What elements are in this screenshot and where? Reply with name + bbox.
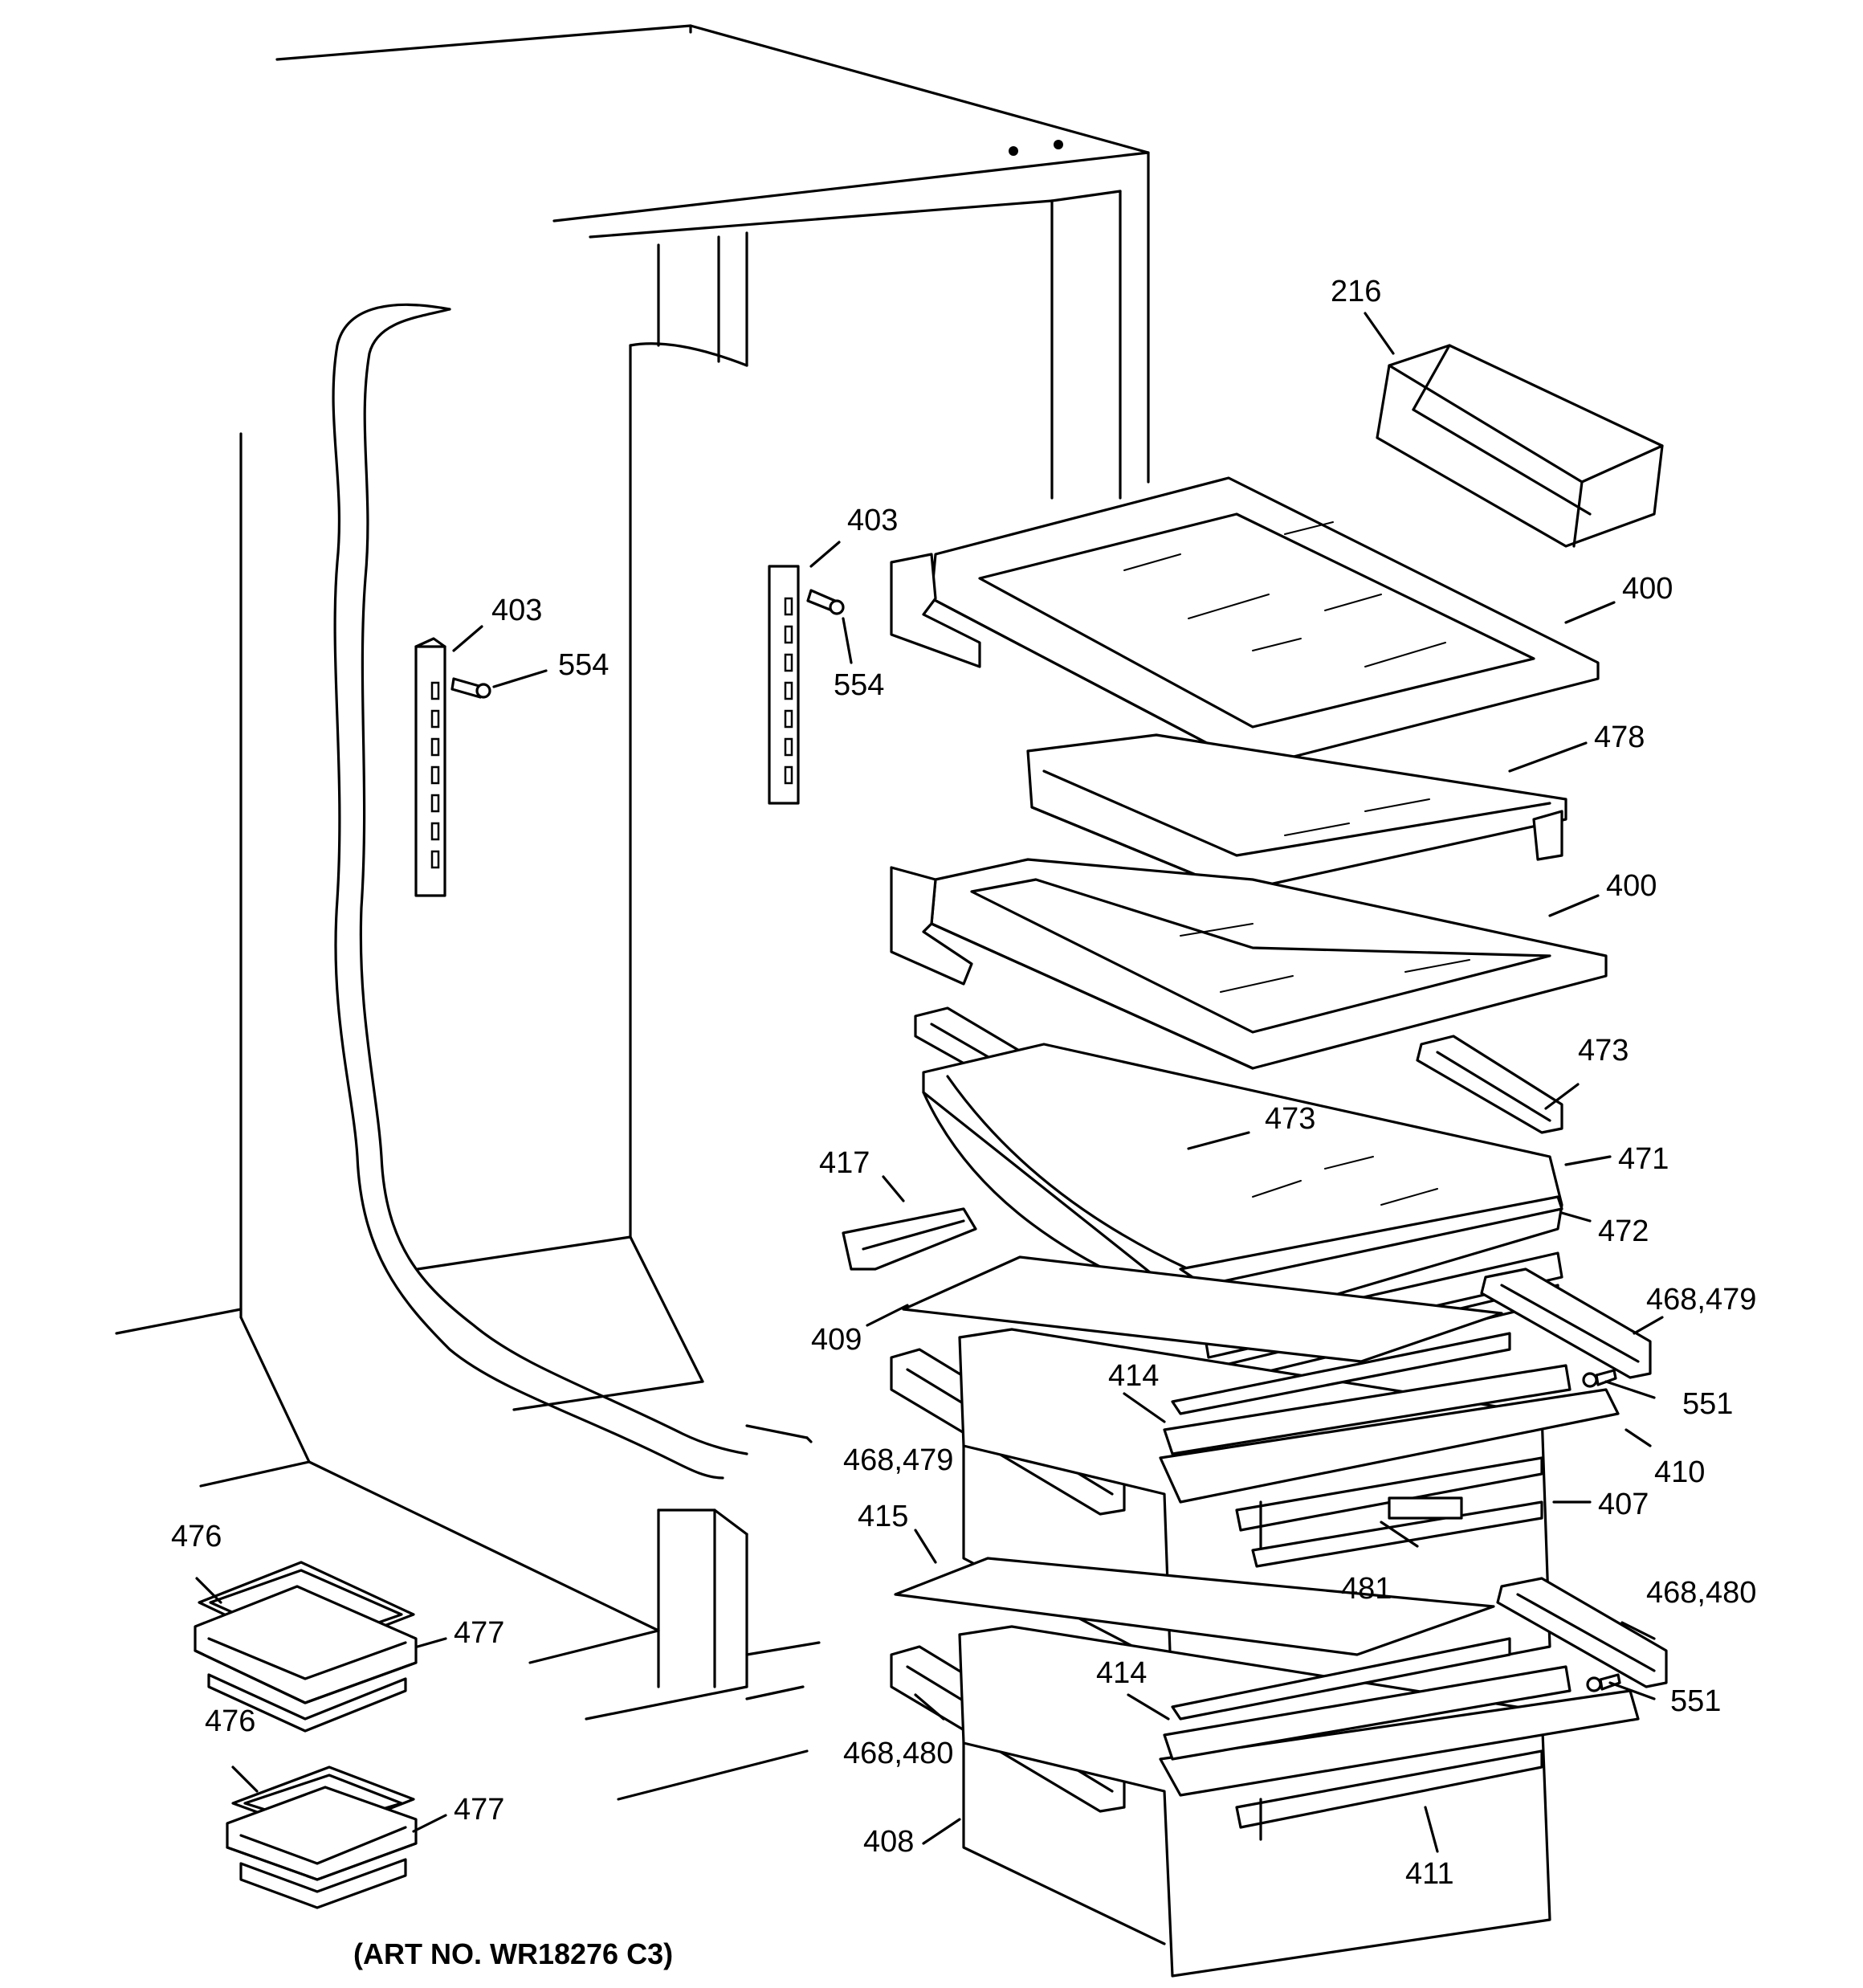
art-number-caption: (ART NO. WR18276 C3) <box>353 1937 673 1970</box>
label-554-right: 554 <box>834 668 884 702</box>
label-476-lower: 476 <box>205 1704 255 1738</box>
label-411: 411 <box>1405 1857 1454 1891</box>
slide-468-480-right <box>1496 1577 1668 1688</box>
screw-554-right <box>806 589 845 615</box>
label-414-lower: 414 <box>1096 1656 1147 1690</box>
label-473-right: 473 <box>1578 1034 1629 1067</box>
label-403-right: 403 <box>847 504 898 537</box>
label-477-upper: 477 <box>454 1616 504 1650</box>
slide-417 <box>842 1207 977 1271</box>
label-409: 409 <box>811 1323 862 1357</box>
tray-476-477-lower <box>226 1766 418 1909</box>
label-478: 478 <box>1594 720 1645 754</box>
label-554-left: 554 <box>558 648 609 682</box>
shelf-400-lower <box>890 858 1608 1070</box>
screw-554-left <box>450 677 491 699</box>
shelf-ladder-right <box>768 565 800 805</box>
leader-lines <box>195 312 1664 1853</box>
label-414-upper: 414 <box>1108 1359 1159 1393</box>
label-216: 216 <box>1331 275 1381 308</box>
label-468-479-left: 468,479 <box>843 1443 953 1477</box>
label-400-lower: 400 <box>1606 869 1657 903</box>
shelf-400-upper <box>890 476 1600 769</box>
slide-473-right <box>1416 1035 1563 1134</box>
shelf-ladder-left <box>414 637 446 897</box>
label-408: 408 <box>863 1825 914 1859</box>
callout-labels: 216 400 478 400 403 403 554 554 473 473 … <box>171 275 1756 1891</box>
label-551-upper: 551 <box>1682 1387 1733 1421</box>
glass-cover-415 <box>894 1557 1495 1656</box>
label-403-left: 403 <box>491 594 542 627</box>
glass-cover-409 <box>902 1255 1503 1363</box>
label-417: 417 <box>819 1146 870 1180</box>
bin-216 <box>1376 344 1664 548</box>
label-551-lower: 551 <box>1670 1684 1721 1718</box>
slide-468-479-right <box>1480 1268 1652 1379</box>
label-476-upper: 476 <box>171 1520 222 1553</box>
label-415: 415 <box>858 1500 908 1533</box>
label-468-480-left: 468,480 <box>843 1737 953 1770</box>
label-481: 481 <box>1341 1572 1392 1606</box>
label-471: 471 <box>1618 1142 1669 1176</box>
label-477-lower: 477 <box>454 1793 504 1827</box>
screw-551-upper <box>1582 1369 1617 1388</box>
label-468-480-right: 468,480 <box>1646 1576 1756 1610</box>
tray-476-477-upper <box>194 1561 418 1733</box>
label-410: 410 <box>1654 1455 1705 1489</box>
refrigerator-cabinet <box>115 24 1150 1801</box>
label-407: 407 <box>1598 1488 1649 1521</box>
label-473-left: 473 <box>1265 1102 1315 1136</box>
label-472: 472 <box>1598 1214 1649 1248</box>
screw-551-lower <box>1586 1673 1621 1692</box>
drawer-408 <box>958 1625 1640 1978</box>
label-468-479-right: 468,479 <box>1646 1283 1756 1316</box>
label-400-upper: 400 <box>1622 572 1673 606</box>
